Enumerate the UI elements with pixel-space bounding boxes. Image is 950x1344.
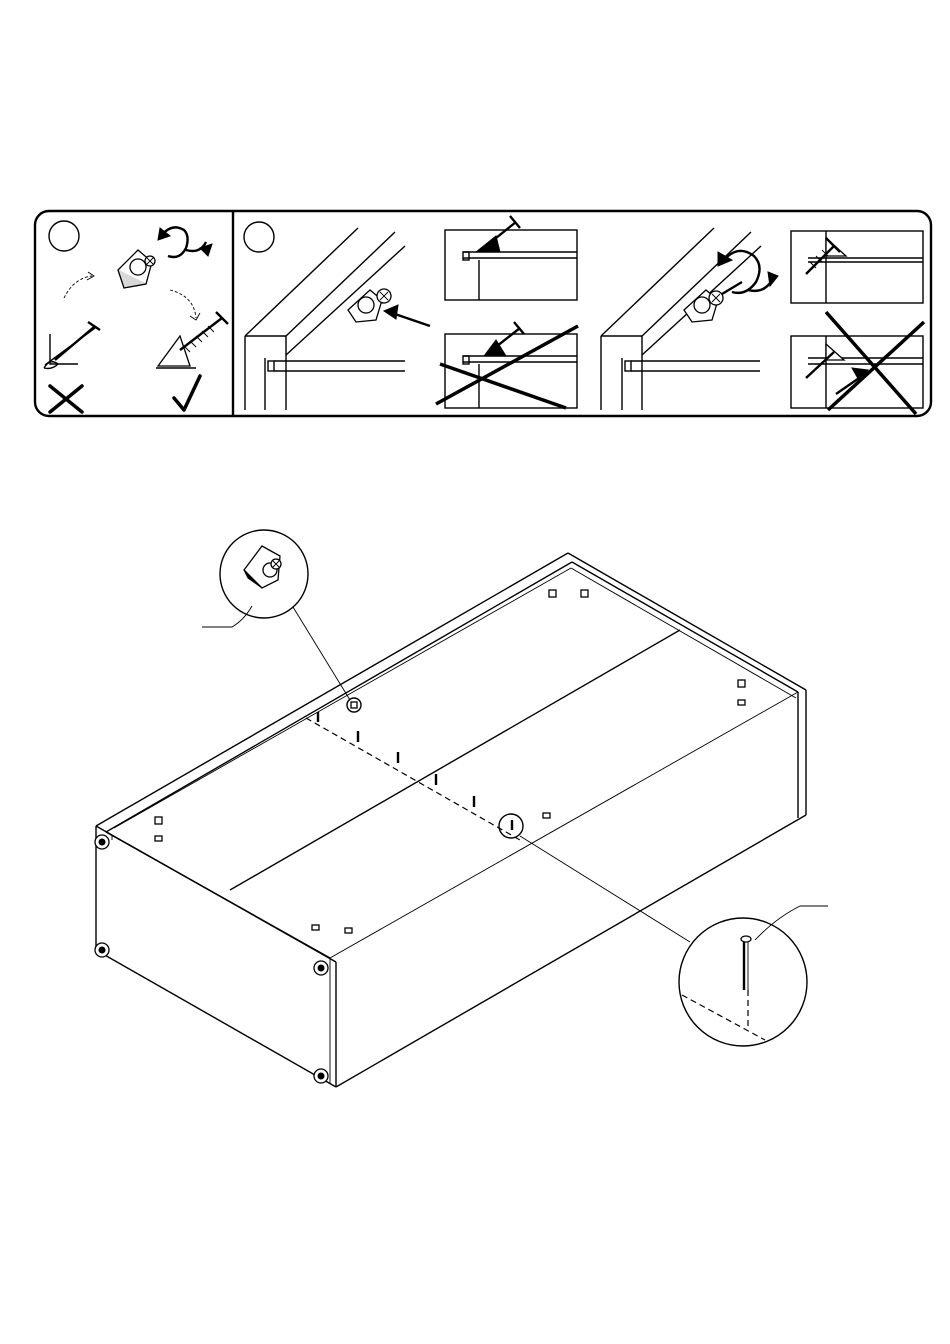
cam-connector-icon bbox=[118, 250, 155, 288]
detail-box-wrong bbox=[436, 322, 578, 408]
nail-detail bbox=[520, 836, 828, 1046]
detail-box-correct bbox=[445, 216, 577, 300]
detail-box-wrong-2 bbox=[791, 312, 924, 414]
cross-icon bbox=[50, 386, 82, 412]
cabinet-drawing bbox=[95, 530, 828, 1087]
step-a-number-circle bbox=[49, 221, 79, 251]
cabinet-outline bbox=[96, 553, 806, 1087]
cam-connector-detail bbox=[202, 530, 350, 700]
step-a bbox=[44, 221, 228, 412]
detail-box-correct-2 bbox=[791, 231, 923, 303]
corner-joint-drawing-2 bbox=[601, 228, 778, 410]
corner-joint-drawing-1 bbox=[245, 228, 430, 410]
nail-guide-line bbox=[306, 718, 520, 840]
nails bbox=[318, 712, 523, 838]
cross-icon bbox=[826, 312, 924, 414]
rotate-arrow-icon bbox=[158, 227, 212, 257]
check-icon bbox=[174, 376, 200, 410]
wrong-screw-icon bbox=[44, 322, 100, 369]
hint-arrow-right bbox=[170, 290, 196, 318]
step-b-number-circle bbox=[244, 222, 274, 252]
instruction-panel bbox=[35, 211, 931, 416]
step-b bbox=[244, 216, 924, 414]
callout-leader-left bbox=[202, 606, 252, 627]
cabinet-feet bbox=[95, 835, 328, 1083]
correct-screw-icon bbox=[156, 312, 228, 368]
